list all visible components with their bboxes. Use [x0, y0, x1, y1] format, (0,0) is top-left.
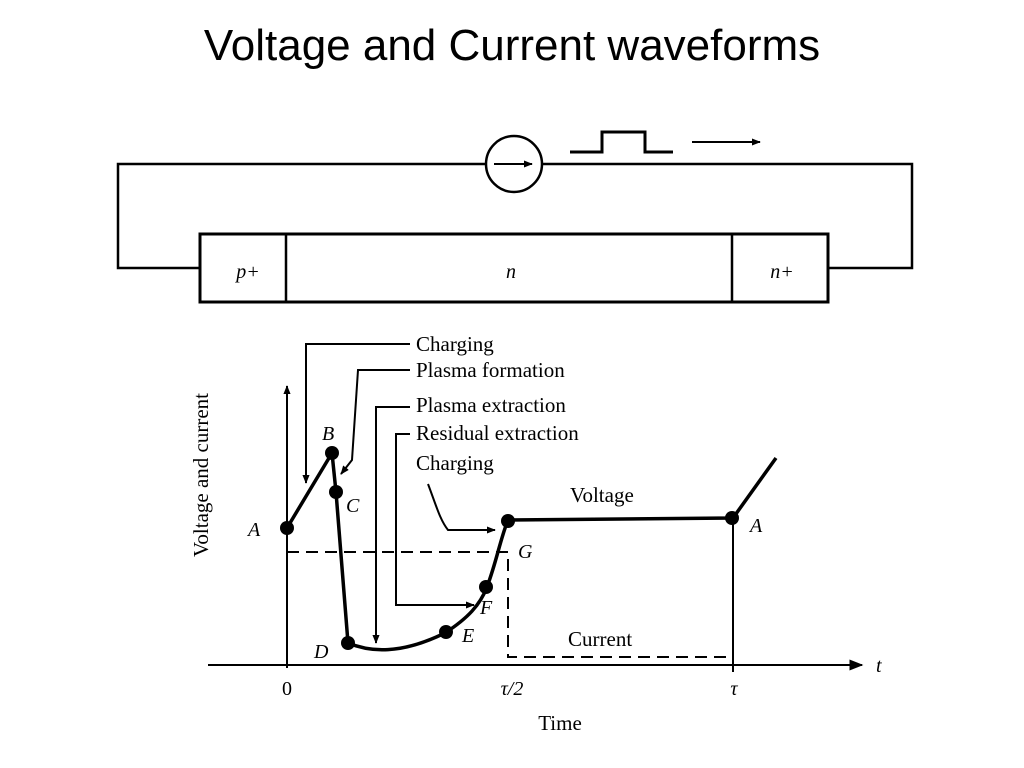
- x-axis-label: Time: [538, 711, 582, 735]
- waveform-points: [280, 446, 739, 650]
- annotation-charging: Charging: [416, 332, 494, 356]
- circuit-wire-right: [542, 162, 914, 270]
- point-label-d: D: [313, 641, 329, 663]
- tick-tau: τ: [730, 678, 738, 700]
- current-waveform: [287, 551, 730, 658]
- circuit: [116, 130, 914, 270]
- current-label: Current: [568, 627, 632, 651]
- diode-structure: p+ n n+: [198, 232, 830, 304]
- circuit-wire-left: [116, 162, 486, 270]
- slide-title: Voltage and Current waveforms: [203, 21, 821, 70]
- waveform-plot: A B C D E F G A Voltage and current Time…: [189, 332, 882, 735]
- point-label-g: G: [518, 541, 533, 563]
- annotation-plasma-extraction: Plasma extraction: [416, 393, 566, 417]
- pulse-icon: [570, 130, 673, 154]
- voltage-waveform: [285, 447, 778, 652]
- point-label-c: C: [346, 495, 360, 517]
- annotation-plasma-formation: Plasma formation: [416, 358, 565, 382]
- point-label-f: F: [479, 597, 493, 619]
- point-label-a-end: A: [748, 515, 763, 537]
- tick-tau-half: τ/2: [501, 678, 524, 700]
- region-n-plus: n+: [770, 261, 794, 283]
- tick-zero: 0: [282, 678, 292, 700]
- region-p-plus: p+: [234, 261, 260, 283]
- annotation-leaders: [302, 343, 496, 644]
- annotation-charging-second: Charging: [416, 451, 494, 475]
- region-n: n: [506, 261, 516, 283]
- current-source-icon: [484, 134, 544, 194]
- y-axis-label: Voltage and current: [189, 393, 213, 557]
- point-label-e: E: [461, 625, 474, 647]
- annotation-residual-extraction: Residual extraction: [416, 421, 579, 445]
- point-label-a: A: [246, 519, 261, 541]
- voltage-label: Voltage: [570, 483, 634, 507]
- x-axis-end-label: t: [876, 655, 882, 677]
- point-label-b: B: [322, 423, 334, 445]
